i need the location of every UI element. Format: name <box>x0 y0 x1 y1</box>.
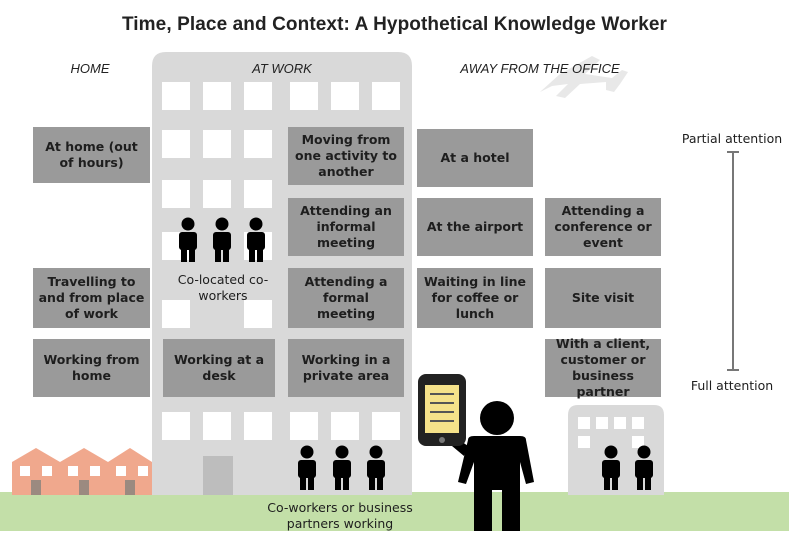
knowledge-worker-icon <box>440 401 534 531</box>
airplane-icon <box>540 56 628 98</box>
box-airport: At the airport <box>417 198 533 256</box>
column-heading-away: AWAY FROM THE OFFICE <box>460 61 620 76</box>
attention-scale <box>727 151 739 371</box>
box-informal-meeting: Attending an informal meeting <box>288 198 404 256</box>
houses-illustration <box>12 448 152 495</box>
box-at-home: At home (out of hours) <box>33 127 150 183</box>
box-working-desk: Working at a desk <box>163 339 275 397</box>
box-site-visit: Site visit <box>545 268 661 328</box>
box-waiting: Waiting in line for coffee or lunch <box>417 268 533 328</box>
box-working-from-home: Working from home <box>33 339 150 397</box>
label-coworkers-partners: Co-workers or business partners working <box>267 500 413 532</box>
label-full-attention: Full attention <box>690 378 774 393</box>
box-formal-meeting: Attending a formal meeting <box>288 268 404 328</box>
label-partial-attention: Partial attention <box>681 131 783 146</box>
box-client: With a client, customer or business part… <box>545 336 661 399</box>
label-colocated: Co-located co-workers <box>177 272 269 304</box>
box-hotel: At a hotel <box>417 129 533 187</box>
smartphone-icon <box>418 374 466 446</box>
diagram-title: Time, Place and Context: A Hypothetical … <box>121 14 668 35</box>
column-heading-home: HOME <box>70 61 110 76</box>
building-door <box>203 456 233 495</box>
box-moving: Moving from one activity to another <box>288 127 404 185</box>
ground-strip <box>0 492 789 531</box>
box-conference: Attending a conference or event <box>545 198 661 256</box>
box-private-area: Working in a private area <box>288 339 404 397</box>
column-heading-work: AT WORK <box>252 61 312 76</box>
box-travelling: Travelling to and from place of work <box>33 268 150 328</box>
